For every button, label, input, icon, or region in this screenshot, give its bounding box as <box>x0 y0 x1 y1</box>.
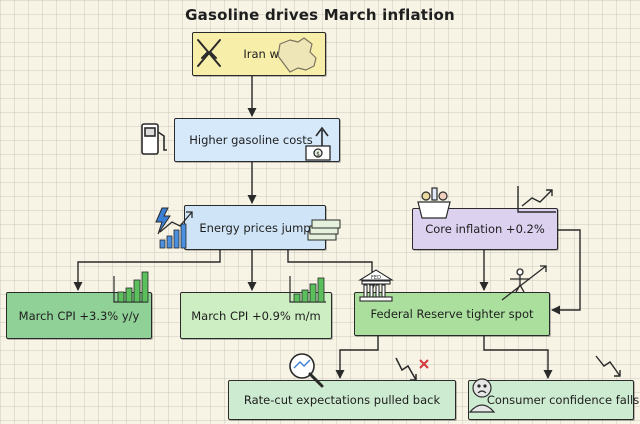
node-cpi-yy-label: March CPI +3.3% y/y <box>18 308 140 323</box>
shopping-basket-icon <box>417 187 451 219</box>
node-consumer-confidence-label: Consumer confidence falls <box>486 393 640 407</box>
node-energy-prices-label: Energy prices jump <box>199 220 311 235</box>
dollar-symbol: $ <box>316 151 320 158</box>
arrow-core-to-fed-right <box>551 229 581 315</box>
node-federal-reserve-label: Federal Reserve tighter spot <box>370 307 534 321</box>
cash-stack-icon <box>307 219 341 241</box>
node-consumer-confidence: Consumer confidence falls <box>468 380 639 420</box>
node-cpi-mm-label: March CPI +0.9% m/m <box>191 308 321 323</box>
down-trend-chart-icon <box>595 355 621 377</box>
fed-building-label: FED <box>371 275 381 281</box>
gas-pump-icon <box>141 123 167 155</box>
node-core-inflation-label: Core inflation +0.2% <box>425 222 545 236</box>
lightning-bolt-icon <box>155 207 171 235</box>
rising-bars-icon <box>159 211 193 249</box>
crossed-swords-icon <box>197 39 221 67</box>
arrow-fed-to-ratecut <box>335 336 379 379</box>
cpi-yy-bar-chart-icon <box>113 271 149 303</box>
magnifying-glass-chart-icon <box>289 353 324 388</box>
arrow-energy-to-cpi-yy <box>73 250 221 291</box>
iran-map-icon <box>277 37 317 73</box>
node-rate-cut-expectations-label: Rate-cut expectations pulled back <box>243 393 441 407</box>
fed-building-icon <box>358 269 394 302</box>
money-up-arrow-icon <box>305 126 331 161</box>
worried-person-icon <box>468 378 496 413</box>
falling-chart-red-x-icon <box>395 357 429 381</box>
node-higher-gasoline-label: Higher gasoline costs <box>189 133 313 147</box>
node-rate-cut-expectations: Rate-cut expectations pulled back <box>228 380 456 420</box>
cpi-mm-bar-chart-icon <box>289 276 326 303</box>
arrow-fed-to-consumer <box>483 336 553 379</box>
trend-chart-icon <box>517 186 556 213</box>
tightrope-walker-icon <box>501 265 547 301</box>
diagram-title: Gasoline drives March inflation <box>185 6 455 24</box>
node-energy-prices: Energy prices jump <box>184 205 326 250</box>
